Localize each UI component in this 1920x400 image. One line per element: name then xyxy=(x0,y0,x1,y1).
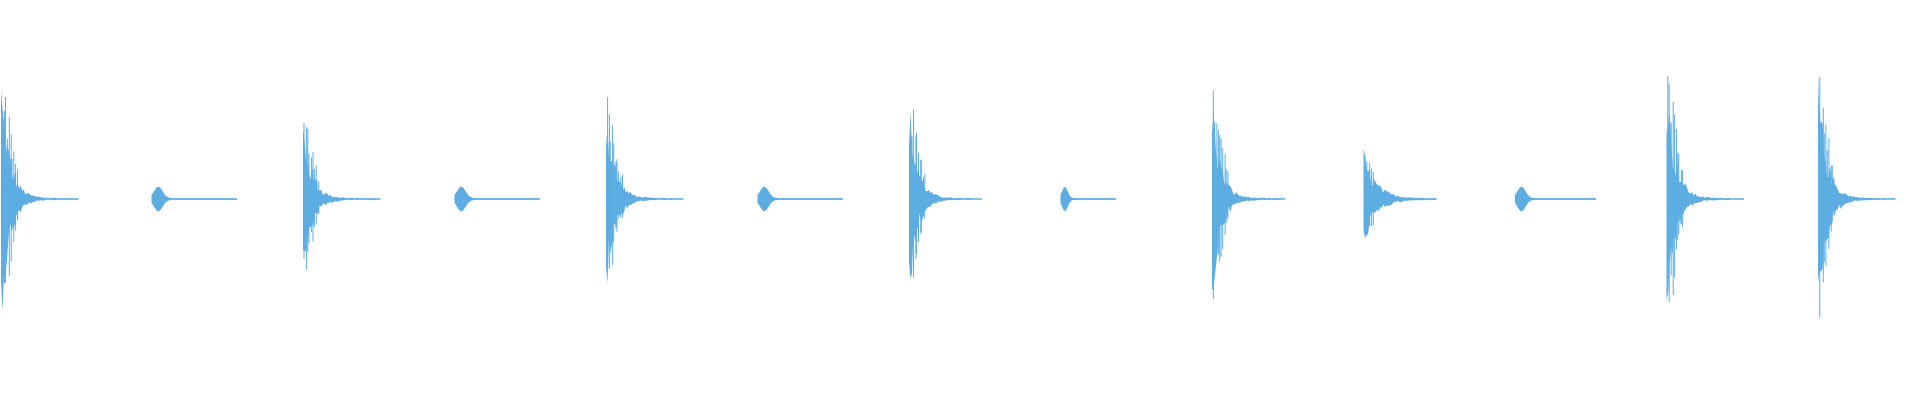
waveform-hit xyxy=(1212,91,1286,299)
waveform-envelope xyxy=(909,111,983,280)
waveform-hit xyxy=(151,186,237,212)
waveform-hit xyxy=(1363,149,1437,239)
waveform-envelope xyxy=(1,90,79,312)
waveform-hit xyxy=(454,186,540,212)
waveform-hit xyxy=(757,186,843,212)
waveform-envelope xyxy=(757,186,843,212)
waveform-envelope xyxy=(606,127,684,284)
waveform-envelope xyxy=(1515,186,1597,212)
waveform-hit xyxy=(1060,186,1116,212)
waveform-hit xyxy=(303,123,381,270)
waveform-envelope xyxy=(1818,74,1896,282)
waveform-hit xyxy=(1515,186,1597,212)
waveform-hit xyxy=(1666,75,1744,303)
waveform-hit xyxy=(606,96,684,284)
waveform-hit xyxy=(909,109,983,280)
waveform-envelope xyxy=(1060,186,1116,212)
waveform-hits xyxy=(1,74,1896,318)
waveform-envelope xyxy=(1212,110,1286,290)
waveform-hit xyxy=(1,90,79,312)
waveform-envelope xyxy=(1666,113,1744,301)
waveform-envelope xyxy=(151,186,237,212)
waveform-envelope xyxy=(454,186,540,212)
waveform-hit xyxy=(1818,74,1896,318)
